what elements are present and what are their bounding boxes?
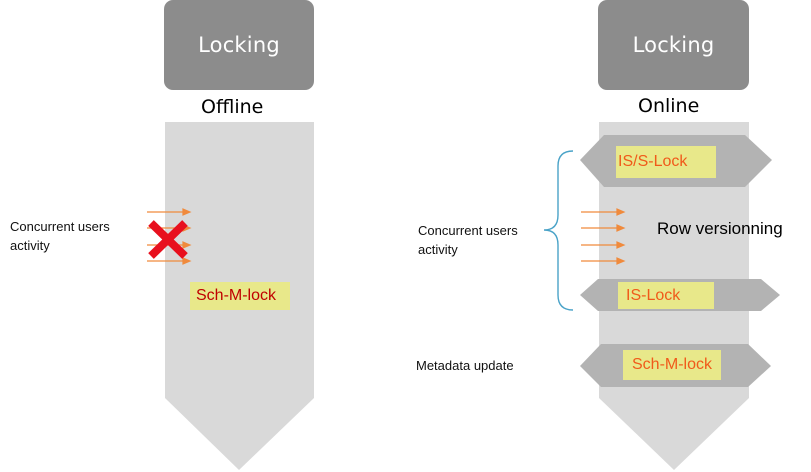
- offline-mode-label: Offline: [201, 96, 264, 118]
- offline-activity-label: Concurrent users activity: [10, 219, 110, 253]
- online-is-s-lock: IS/S-Lock: [616, 146, 716, 178]
- metadata-update-label: Metadata update: [416, 358, 514, 373]
- offline-locking-header: Locking: [164, 0, 314, 90]
- x-icon: [148, 220, 188, 259]
- brace-icon: [543, 150, 574, 311]
- row-versioning-label: Row versionning: [657, 219, 783, 238]
- online-activity-label: Concurrent users activity: [418, 223, 518, 257]
- online-activity-arrows: [581, 208, 626, 265]
- offline-sch-m-lock: Sch-M-lock: [190, 282, 290, 310]
- online-mode-label: Online: [638, 95, 700, 117]
- online-locking-header: Locking: [598, 0, 749, 90]
- online-sch-m-lock: Sch-M-lock: [623, 350, 721, 380]
- online-is-lock: IS-Lock: [618, 282, 714, 309]
